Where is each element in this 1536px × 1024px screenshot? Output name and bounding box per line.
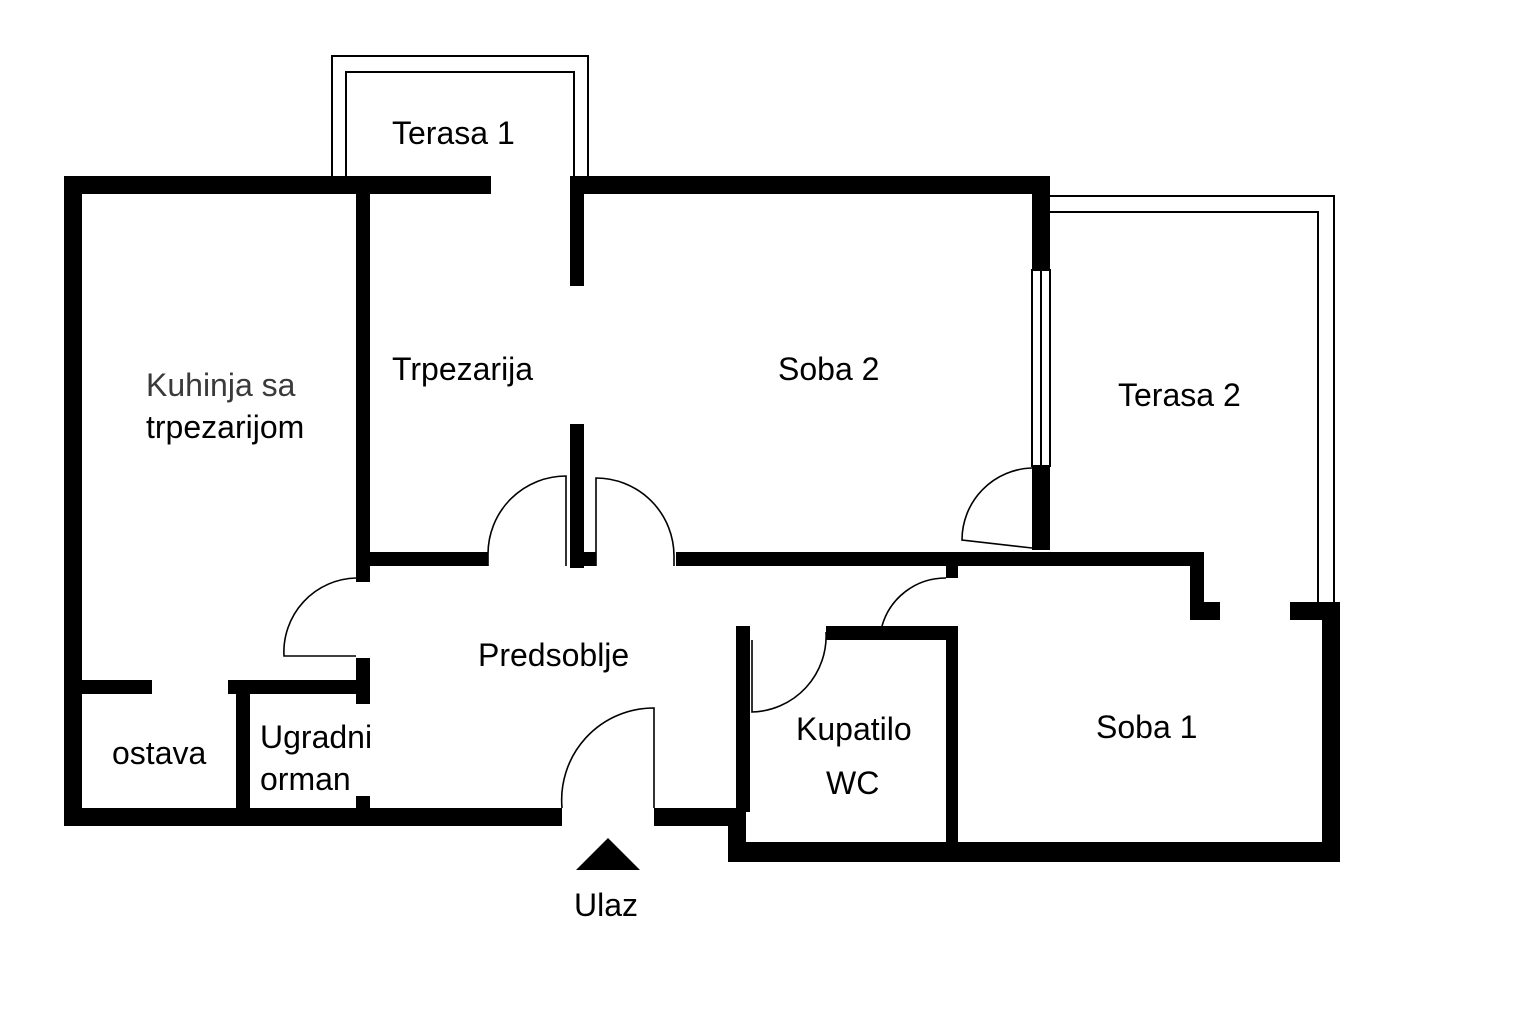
- wall-dining-lower: [570, 424, 584, 568]
- terrace-1-outline: [331, 55, 589, 176]
- label-soba-2: Soba 2: [778, 351, 879, 387]
- wall-kitchen-partition: [356, 194, 370, 582]
- wall-bath-stub: [946, 566, 958, 578]
- wall-bath-east: [946, 626, 958, 844]
- wall-hall-north-2: [570, 552, 596, 566]
- wall-bath-north: [826, 626, 958, 640]
- label-ulaz: Ulaz: [574, 887, 638, 923]
- exterior-walls: [64, 176, 1340, 862]
- door-terrace2: [961, 467, 1033, 549]
- wall-bath-west: [736, 626, 750, 812]
- label-terasa-2: Terasa 2: [1118, 377, 1241, 413]
- label-soba-1: Soba 1: [1096, 709, 1197, 745]
- wall-top-right: [570, 176, 1050, 194]
- label-kuhinja-line2: trpezarijom: [146, 409, 304, 445]
- door-soba1: [881, 577, 947, 627]
- wall-bottom-left: [64, 808, 562, 826]
- wall-soba1-jog-foot: [1190, 602, 1220, 620]
- label-kupatilo-line1: Kupatilo: [796, 711, 912, 747]
- wall-hall-north-3: [676, 552, 1204, 566]
- wall-dining-upper: [570, 194, 584, 286]
- label-kupatilo-line2: WC: [826, 765, 879, 801]
- wall-left: [64, 176, 82, 826]
- wall-ostava-top-left: [82, 680, 152, 694]
- label-terasa-1: Terasa 1: [392, 115, 515, 151]
- door-bathroom: [751, 631, 827, 713]
- wall-hall-north-1: [370, 552, 488, 566]
- label-trpezarija: Trpezarija: [392, 351, 533, 387]
- wall-closet-east-stub: [356, 796, 370, 808]
- label-ostava: ostava: [112, 735, 206, 771]
- label-kuhinja-line1: Kuhinja sa: [146, 367, 296, 403]
- room-labels: Terasa 1 Kuhinja sa trpezarijom Trpezari…: [112, 115, 1241, 923]
- wall-right-stub: [1290, 602, 1340, 620]
- wall-bottom-mid: [654, 808, 746, 826]
- door-entrance: [560, 707, 655, 809]
- entrance-arrow-icon: [576, 838, 640, 870]
- label-ugradni-line1: Ugradni: [260, 719, 372, 755]
- wall-bottom-right: [728, 842, 1340, 862]
- label-predsoblje: Predsoblje: [478, 637, 629, 673]
- door-dining-left: [487, 475, 567, 566]
- window-soba2: [1031, 269, 1051, 467]
- door-kitchen: [283, 577, 357, 657]
- interior-walls: [82, 194, 1220, 844]
- door-soba2: [595, 477, 675, 566]
- wall-ostava-closet: [236, 680, 250, 808]
- label-ugradni-line2: orman: [260, 761, 351, 797]
- wall-top-left: [64, 176, 491, 194]
- wall-ostava-top-right: [228, 680, 370, 694]
- wall-right: [1322, 602, 1340, 862]
- terrace-2-outline: [1050, 195, 1335, 602]
- wall-soba2-east-lower: [1032, 466, 1050, 550]
- wall-soba2-east-upper: [1032, 176, 1050, 270]
- doors: [283, 467, 1033, 809]
